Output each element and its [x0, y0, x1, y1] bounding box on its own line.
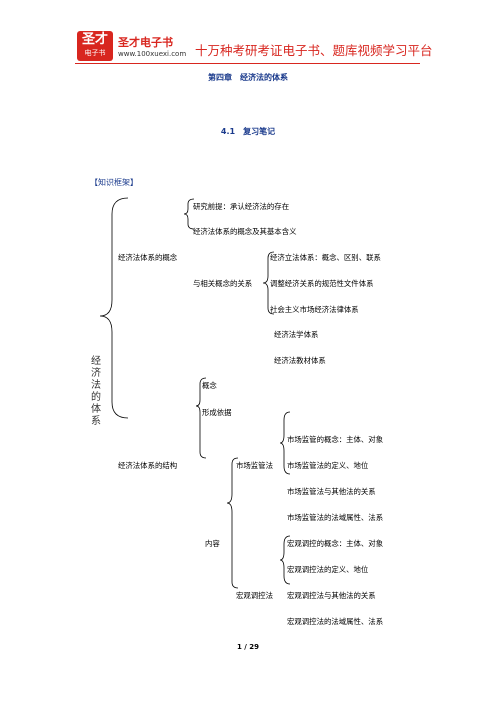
- bracket-market: [279, 411, 291, 475]
- node-concept-extra: 经济法教材体系: [274, 356, 326, 365]
- node-structure-item: 形成依据: [202, 408, 232, 417]
- bracket-concept-items: [183, 198, 195, 230]
- node-market-item: 市场监管的概念：主体、对象: [287, 435, 384, 444]
- node-macro: 宏观调控法: [236, 591, 273, 600]
- node-market: 市场监管法: [236, 461, 273, 470]
- node-market-item: 市场监管法与其他法的关系: [287, 487, 376, 496]
- node-related-item: 社会主义市场经济法律体系: [270, 305, 359, 314]
- node-related: 与相关概念的关系: [193, 279, 253, 288]
- bracket-content: [226, 457, 239, 589]
- node-concept: 经济法体系的概念: [118, 253, 178, 262]
- header-slogan: 十万种考研考证电子书、题库视频学习平台: [195, 43, 433, 58]
- bracket-related: [262, 251, 275, 315]
- node-related-item: 调整经济关系的规范性文件体系: [270, 279, 374, 288]
- bracket-macro: [279, 535, 291, 585]
- tree-root-label: 经 济 法 的 体 系: [91, 356, 101, 427]
- bracket-root: [99, 197, 129, 419]
- node-content: 内容: [205, 539, 220, 548]
- header-rule: [75, 63, 420, 64]
- node-structure-item: 概念: [202, 381, 217, 390]
- page-number: 1 / 29: [236, 643, 260, 651]
- node-structure: 经济法体系的结构: [118, 461, 178, 470]
- node-market-item: 市场监管法的定义、地位: [287, 461, 369, 470]
- bracket-structure: [195, 377, 207, 459]
- node-concept-extra: 经济法学体系: [274, 330, 319, 339]
- logo-text-top: 圣才: [81, 32, 108, 47]
- node-macro-item: 宏观调控法的定义、地位: [287, 565, 369, 574]
- framework-label: 【知识框架】: [90, 178, 138, 187]
- node-macro-item: 宏观调控法的法域属性、法系: [287, 617, 384, 626]
- section-title: 4.1 复习笔记: [220, 127, 276, 136]
- brand-url[interactable]: www.100xuexi.com: [118, 50, 187, 58]
- node-market-item: 市场监管法的法域属性、法系: [287, 513, 384, 522]
- node-related-item: 经济立法体系：概念、区别、联系: [270, 253, 381, 262]
- node-macro-item: 宏观调控的概念：主体、对象: [287, 539, 384, 548]
- node-macro-item: 宏观调控法与其他法的关系: [287, 591, 376, 600]
- node-concept-item: 经济法体系的概念及其基本含义: [193, 227, 297, 236]
- publisher-logo: 圣才 电子书: [77, 31, 113, 61]
- node-concept-item: 研究前提：承认经济法的存在: [193, 202, 290, 211]
- logo-text-bottom: 电子书: [84, 49, 106, 57]
- brand-name: 圣才电子书: [118, 36, 173, 49]
- chapter-title: 第四章 经济法的体系: [208, 73, 288, 82]
